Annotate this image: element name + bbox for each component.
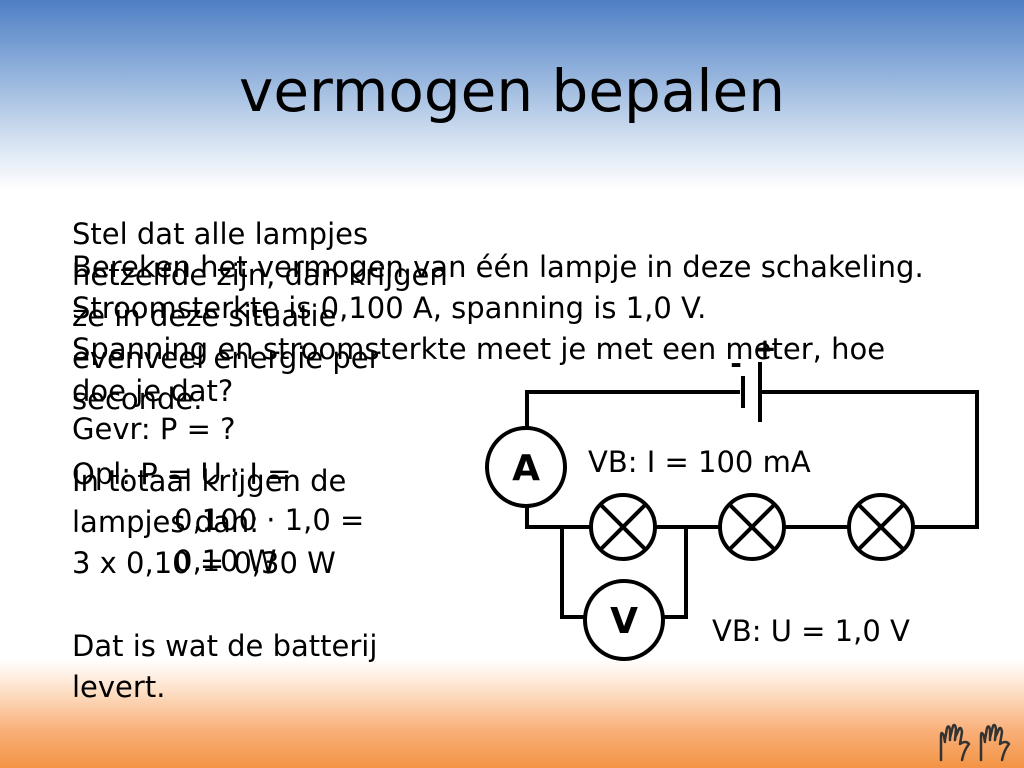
- slide-title: vermogen bepalen: [239, 57, 785, 125]
- given-line: Gevr: P = ?: [72, 412, 236, 447]
- wire-ammeter-down: [525, 503, 591, 529]
- battery-minus-sign: -: [730, 347, 742, 380]
- wire-top-left: [525, 390, 740, 437]
- battery-plus-sign: +: [753, 332, 776, 365]
- voltmeter: [583, 579, 665, 661]
- ammeter-reading: VB: I = 100 mA: [588, 445, 811, 479]
- calculation-text: Gevr: P = ? Opl: P = U · I = 0,100 · 1,0…: [72, 368, 402, 578]
- voltmeter-reading: VB: U = 1,0 V: [712, 614, 910, 648]
- ammeter-symbol: A: [512, 448, 540, 489]
- wire-top-right: [762, 390, 979, 529]
- lamp-2: [718, 493, 786, 561]
- explanation-text: Stel dat alle lampjes hetzelfde zijn, da…: [72, 217, 448, 704]
- lamp-3: [847, 493, 915, 561]
- wire-voltmeter-left: [560, 527, 585, 619]
- solution-line: Opl: P = U · I =: [72, 457, 292, 491]
- lamp-1: [589, 493, 657, 561]
- voltmeter-symbol: V: [610, 601, 638, 642]
- wire-voltmeter-right: [663, 527, 688, 619]
- ammeter: [485, 426, 567, 508]
- hands-logo-icon: [939, 723, 1011, 762]
- question-text: Bereken het vermogen van één lampje in d…: [72, 250, 924, 408]
- result-line: 0,100 · 1,0 = 0,10 W: [174, 503, 365, 579]
